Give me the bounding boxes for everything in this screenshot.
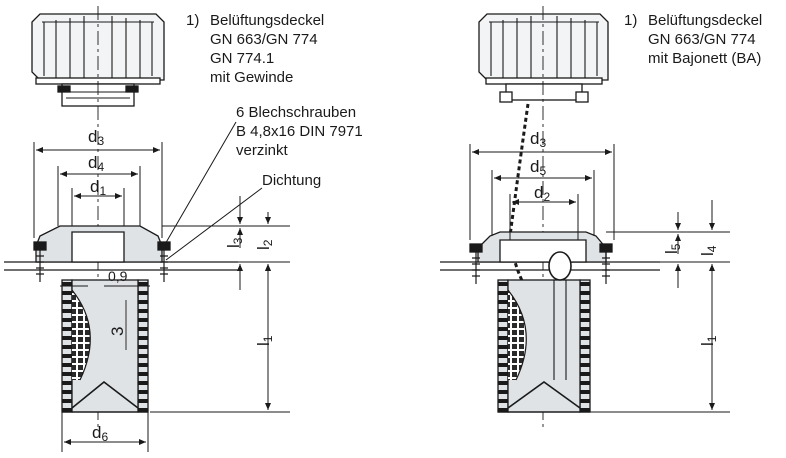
left-dim-d3: d3 [88, 127, 105, 148]
right-dim-l5: l5 [662, 243, 683, 254]
left-dim-d1: d1 [90, 177, 107, 198]
right-screws [469, 243, 613, 284]
right-dim-l4: l4 [698, 245, 719, 256]
left-dimensions [33, 121, 290, 452]
right-cap-note-line-1: Belüftungsdeckel [648, 12, 763, 29]
right-dim-l1: l1 [698, 335, 719, 346]
left-dim-l1: l1 [254, 335, 275, 346]
left-dim-pitch: 3 [108, 326, 127, 336]
left-assembly [4, 6, 238, 430]
left-dim-d4: d4 [88, 153, 105, 174]
right-cap-note-line-2: GN 663/GN 774 [648, 31, 756, 48]
left-cap-note-marker: 1) [186, 12, 200, 29]
left-cap-note-line-4: mit Gewinde [210, 69, 294, 86]
left-dim-wall-thickness: 0,9 [108, 268, 128, 284]
left-cap-note-line-2: GN 663/GN 774 [210, 31, 318, 48]
left-dim-d6: d6 [92, 423, 109, 444]
screw-note-line-2: B 4,8x16 DIN 7971 [236, 123, 363, 140]
right-cap-note-line-3: mit Bajonett (BA) [648, 50, 762, 67]
screw-note-line-1: 6 Blechschrauben [236, 104, 357, 121]
left-dim-l3: l3 [224, 237, 245, 248]
right-dim-d2: d2 [534, 183, 551, 204]
right-cap-note-marker: 1) [624, 12, 638, 29]
left-cap-note-line-3: GN 774.1 [210, 50, 275, 67]
right-assembly [440, 6, 660, 430]
seal-note: Dichtung [262, 172, 322, 189]
screw-note-line-3: verzinkt [236, 142, 288, 159]
right-dimensions [469, 144, 730, 413]
right-dim-d5: d5 [530, 157, 547, 178]
left-strainer [61, 279, 149, 413]
right-dim-d3: d3 [530, 129, 547, 150]
left-cap-note-line-1: Belüftungsdeckel [210, 12, 325, 29]
right-breather-cap [478, 13, 609, 103]
right-strainer [497, 251, 591, 413]
left-dim-l2: l2 [254, 239, 275, 250]
